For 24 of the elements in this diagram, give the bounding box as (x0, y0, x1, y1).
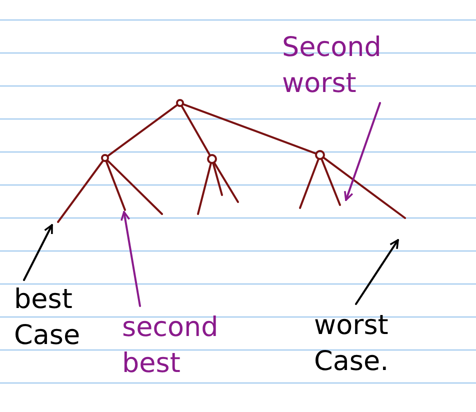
annotation-text: worst Case. (314, 308, 444, 381)
tree-branch (320, 158, 341, 206)
tree-node-circle (176, 99, 184, 107)
tree-branch (197, 162, 212, 215)
tree-node-circle (101, 154, 109, 162)
annotation-text: best Case (14, 282, 104, 355)
tree-node-circle (207, 154, 217, 164)
arrow (344, 102, 381, 201)
tree-branch (182, 103, 316, 154)
tree-branch (106, 160, 163, 215)
arrow (120, 211, 141, 307)
tree-branch (214, 162, 239, 203)
tree-branch (107, 104, 178, 157)
tree-branch (323, 156, 406, 219)
tree-branch (212, 162, 223, 196)
tree-branch (105, 160, 126, 211)
annotation-text: second best (122, 310, 242, 383)
arrow (23, 224, 53, 281)
tree-branch (57, 160, 104, 223)
annotation-text: Second worst (282, 30, 432, 103)
arrow (355, 239, 399, 305)
tree-branch (299, 158, 320, 209)
tree-node-circle (315, 150, 325, 160)
tree-branch (180, 105, 211, 156)
